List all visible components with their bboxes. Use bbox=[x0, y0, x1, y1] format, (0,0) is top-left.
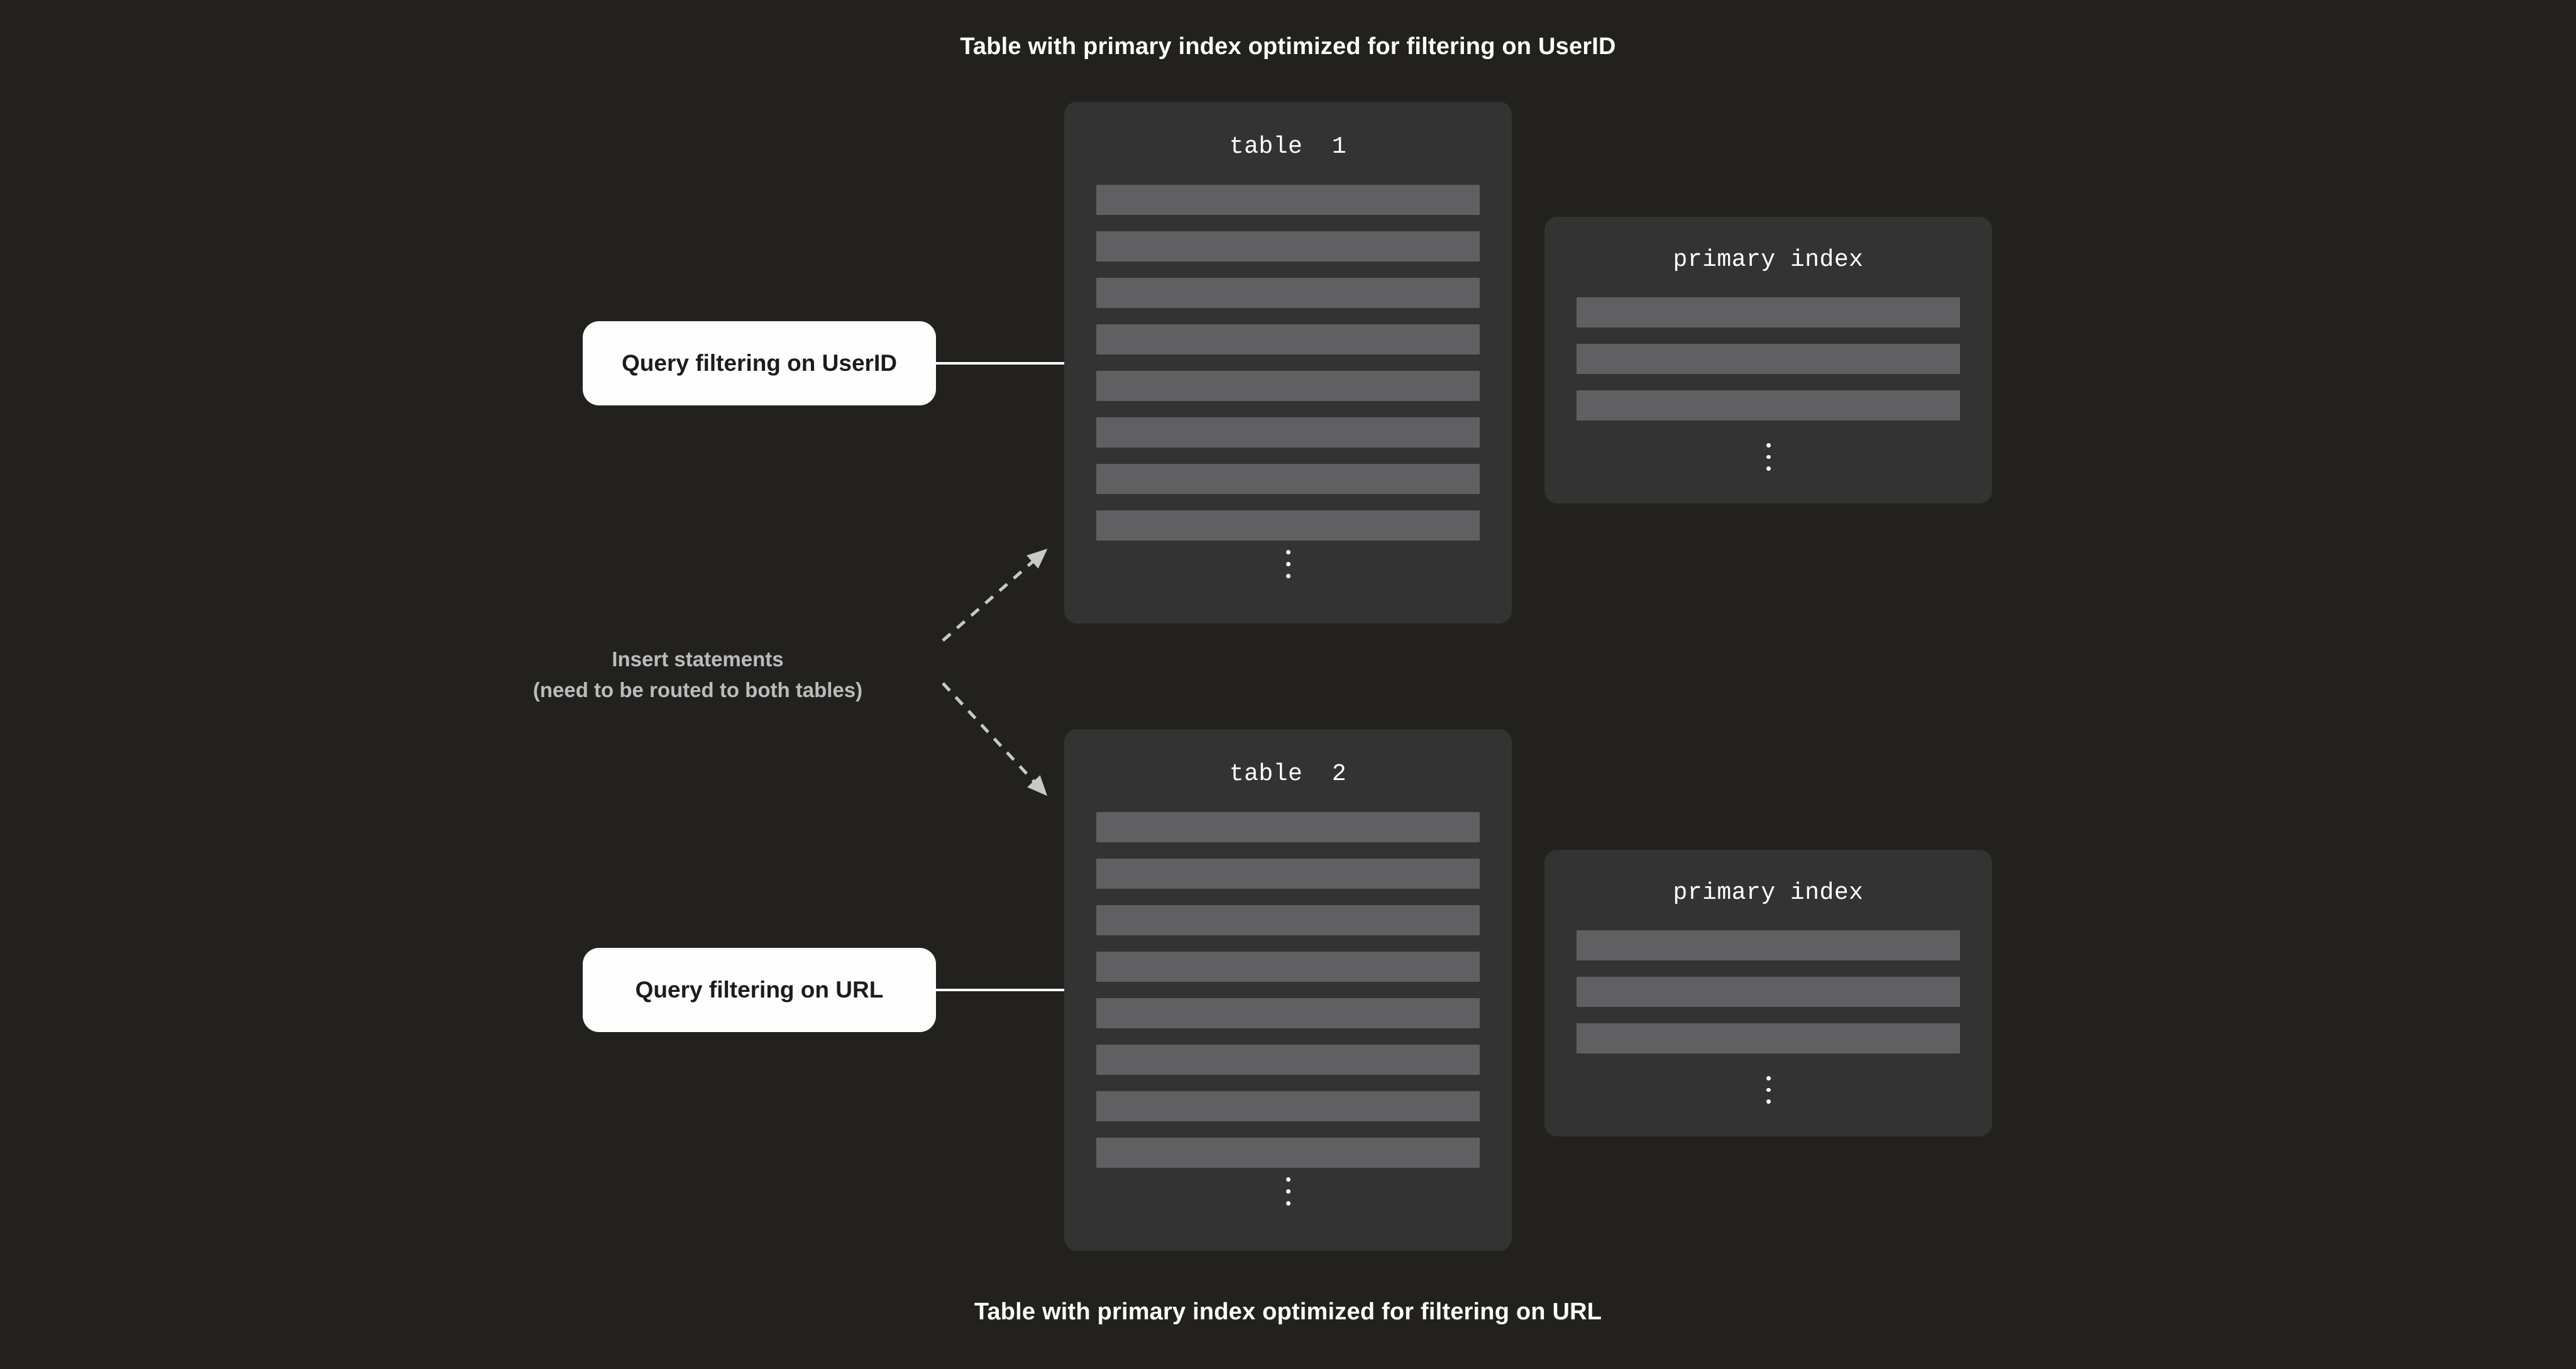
data-row bbox=[1096, 417, 1480, 448]
table-card-1-title: table 1 bbox=[1229, 133, 1347, 160]
data-row bbox=[1096, 1045, 1480, 1075]
primary-index-card-2-ellipsis bbox=[1544, 1076, 1992, 1104]
primary-index-card-1-title: primary index bbox=[1673, 246, 1864, 273]
data-row bbox=[1096, 812, 1480, 842]
insert-statements-line-1: Insert statements bbox=[612, 647, 784, 671]
query-box-userid[interactable]: Query filtering on UserID bbox=[583, 321, 936, 405]
table-card-1-rows bbox=[1064, 185, 1512, 557]
table-card-2-rows bbox=[1064, 812, 1512, 1184]
primary-index-card-2-title: primary index bbox=[1673, 879, 1864, 906]
data-row bbox=[1096, 371, 1480, 401]
data-row bbox=[1577, 297, 1960, 327]
table-card-2[interactable]: table 2 bbox=[1064, 729, 1512, 1251]
primary-index-card-2[interactable]: primary index bbox=[1544, 850, 1992, 1136]
arrow-insert-to-table1 bbox=[942, 549, 1048, 642]
data-row bbox=[1577, 1023, 1960, 1053]
insert-statements-line-2: (need to be routed to both tables) bbox=[532, 678, 863, 701]
bottom-caption: Table with primary index optimized for f… bbox=[974, 1299, 1602, 1325]
data-row bbox=[1096, 510, 1480, 541]
primary-index-card-1-rows bbox=[1544, 297, 1992, 437]
data-row bbox=[1577, 344, 1960, 374]
top-caption: Table with primary index optimized for f… bbox=[960, 33, 1616, 60]
data-row bbox=[1096, 859, 1480, 889]
table-card-2-ellipsis bbox=[1064, 1175, 1512, 1207]
data-row bbox=[1096, 1138, 1480, 1168]
data-row bbox=[1096, 324, 1480, 355]
primary-index-card-2-rows bbox=[1544, 930, 1992, 1070]
query-box-userid-label: Query filtering on UserID bbox=[622, 350, 897, 376]
data-row bbox=[1096, 185, 1480, 215]
data-row bbox=[1096, 1091, 1480, 1121]
table-card-1-ellipsis bbox=[1064, 548, 1512, 580]
insert-statements-label: Insert statements (need to be routed to … bbox=[459, 644, 937, 705]
query-box-url[interactable]: Query filtering on URL bbox=[583, 948, 936, 1032]
data-row bbox=[1577, 390, 1960, 421]
table-card-1[interactable]: table 1 bbox=[1064, 102, 1512, 624]
primary-index-card-1[interactable]: primary index bbox=[1544, 217, 1992, 503]
query-box-url-label: Query filtering on URL bbox=[635, 977, 884, 1003]
data-row bbox=[1577, 977, 1960, 1007]
data-row bbox=[1096, 998, 1480, 1028]
table-card-2-title: table 2 bbox=[1229, 761, 1347, 788]
primary-index-card-1-ellipsis bbox=[1544, 443, 1992, 471]
data-row bbox=[1096, 905, 1480, 935]
data-row bbox=[1096, 231, 1480, 261]
data-row bbox=[1096, 278, 1480, 308]
data-row bbox=[1096, 952, 1480, 982]
data-row bbox=[1577, 930, 1960, 960]
arrow-insert-to-table2 bbox=[942, 682, 1048, 796]
data-row bbox=[1096, 464, 1480, 494]
